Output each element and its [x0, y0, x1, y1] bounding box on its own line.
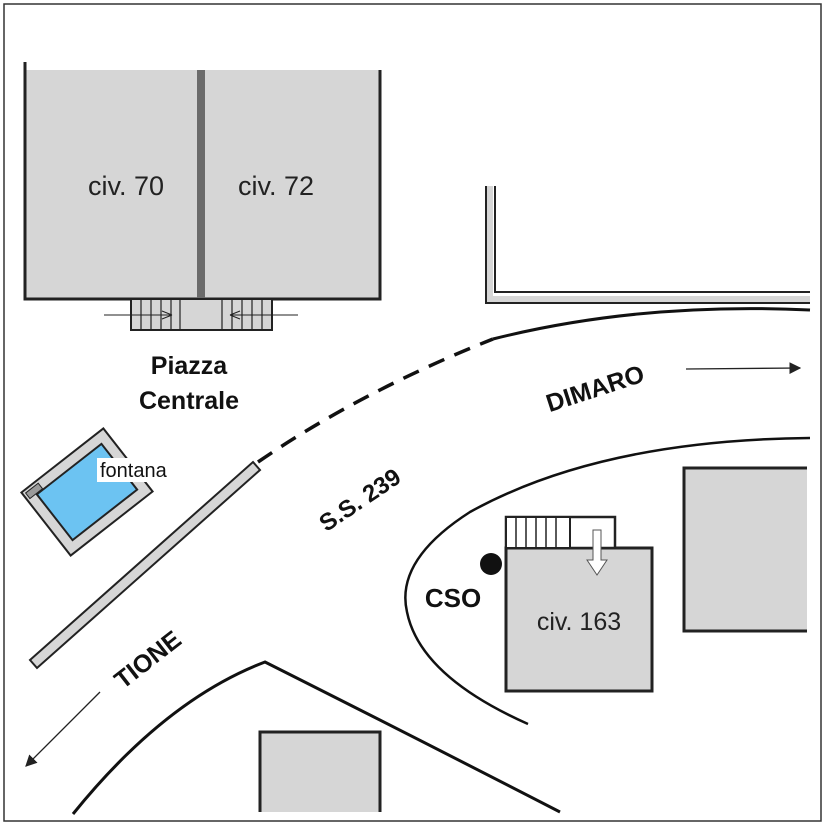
civ-70-label: civ. 70: [88, 171, 164, 201]
building-south: [71, 660, 561, 815]
square-label-line2: Centrale: [139, 387, 239, 415]
wall-left-diagonal: [28, 460, 262, 670]
building-civ-163: [504, 515, 654, 693]
cso-label: CSO: [425, 583, 481, 613]
road-edge-south: [404, 436, 811, 726]
civ-163-label: civ. 163: [537, 608, 621, 636]
building-east: [682, 466, 807, 633]
cso-marker-dot: [480, 553, 502, 575]
direction-west-arrow: [25, 691, 101, 767]
stair-down-arrow: [586, 529, 608, 576]
fountain-label: fontana: [100, 460, 168, 482]
square-label-line1: Piazza: [151, 352, 229, 380]
party-wall: [197, 70, 205, 299]
civ-72-label: civ. 72: [238, 171, 314, 201]
entrance-steps: [104, 298, 298, 331]
road-edge-north: [492, 307, 811, 341]
road-edge-dashed: [257, 337, 494, 464]
wall-top-right: [485, 186, 810, 304]
direction-east-arrow: [685, 362, 802, 374]
building-block-top: [23, 62, 382, 301]
fountain-label-bg: [97, 458, 187, 482]
